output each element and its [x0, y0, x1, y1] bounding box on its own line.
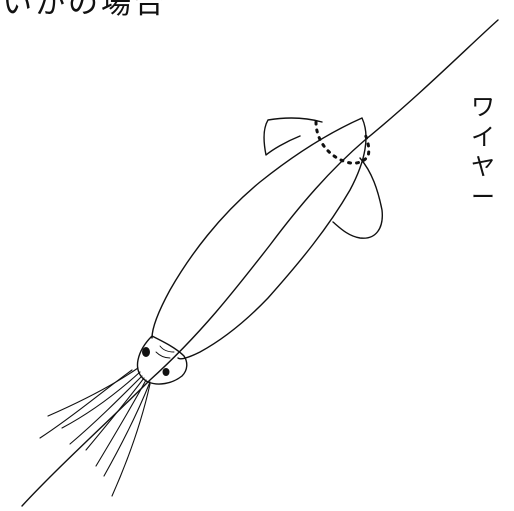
wire-label-char-2: イ [471, 123, 495, 151]
tie-dotted-line [314, 120, 371, 165]
tentacle-7 [39, 369, 133, 439]
wire-label-char-3: ヤ [471, 153, 495, 181]
squid-head-detail [155, 345, 175, 359]
squid-eye-left [142, 347, 150, 357]
diagram-title: いかの場合 [2, 0, 167, 21]
squid-fin-top [263, 117, 323, 156]
tentacle-5 [95, 379, 147, 467]
wire-line [21, 19, 499, 507]
tentacle-1 [47, 367, 139, 417]
wire-label: ワ イ ヤ ー [468, 92, 498, 212]
squid-eye-right [162, 368, 170, 376]
tentacle-6 [103, 381, 151, 477]
tentacle-8 [111, 383, 151, 497]
squid-fin-right [332, 157, 383, 239]
wire-label-char-4: ー [471, 183, 495, 211]
squid-mantle [151, 117, 367, 360]
tentacle-3 [69, 375, 143, 445]
wire-label-char-1: ワ [471, 93, 495, 121]
tentacle-4 [85, 377, 145, 451]
tentacle-2 [61, 371, 141, 429]
squid-head [136, 335, 188, 385]
